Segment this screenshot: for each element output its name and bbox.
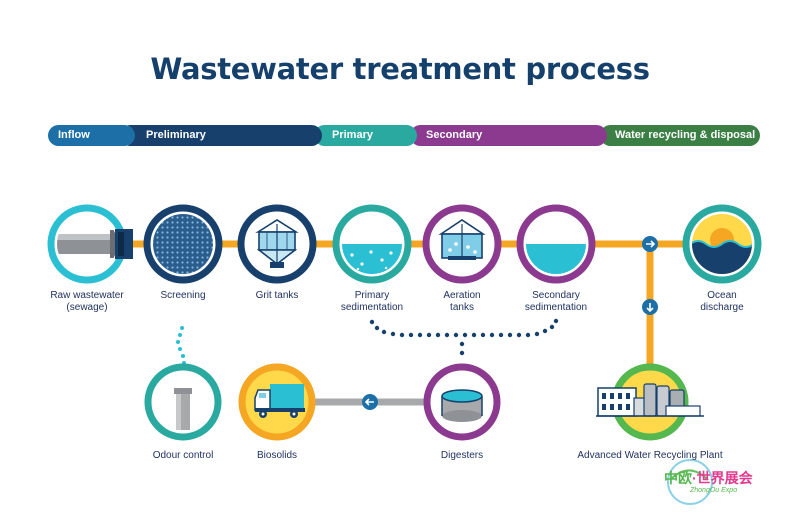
screen-mesh-icon [153, 214, 213, 274]
factory-icon [596, 383, 704, 417]
label-grit-tanks: Grit tanks [255, 290, 299, 301]
node-primary-sedimentation [332, 204, 412, 284]
truck-icon [254, 384, 305, 418]
node-odour-control [144, 363, 222, 441]
label-digesters: Digesters [440, 450, 484, 461]
arrow-right-icon [642, 236, 658, 252]
grit-tank-icon [255, 219, 299, 268]
stage-secondary: Secondary [410, 125, 607, 146]
node-biosolids [238, 363, 316, 441]
label-aeration-tanks: Aeration tanks [443, 290, 481, 313]
watermark-text: 中欧·世界展会 [664, 468, 753, 488]
stage-water-recycling: Water recycling & disposal [600, 125, 760, 146]
label-screening: Screening [160, 290, 206, 301]
watermark-part-b: ·世界展会 [692, 470, 753, 486]
label-ocean-discharge: Ocean discharge [700, 290, 744, 313]
pipe-icon [57, 230, 117, 258]
node-ocean-discharge [682, 204, 762, 284]
watermark-part-a: 中欧 [664, 470, 692, 486]
node-screening [143, 204, 223, 284]
arrow-left-icon [362, 394, 378, 410]
stack-icon [174, 388, 192, 430]
label-biosolids: Biosolids [256, 450, 298, 461]
page-title: Wastewater treatment process [150, 52, 650, 86]
aeration-tank-icon [438, 219, 486, 260]
label-raw-wastewater: Raw wastewater (sewage) [50, 290, 124, 313]
node-digesters [423, 363, 501, 441]
stage-primary: Primary [314, 125, 417, 146]
arrow-down-icon [642, 299, 658, 315]
node-raw-wastewater [47, 204, 133, 284]
stage-inflow: Inflow [48, 125, 135, 146]
node-secondary-sedimentation [516, 204, 596, 284]
node-advanced-water-recycling-plant [596, 363, 704, 441]
watermark-subtext: ZhongOu Expo [690, 487, 738, 494]
label-odour-control: Odour control [152, 450, 214, 461]
node-aeration-tanks [422, 204, 502, 284]
node-grit-tanks [237, 204, 317, 284]
watermark-logo [667, 459, 713, 505]
digester-tank-icon [441, 389, 483, 422]
label-secondary-sedimentation: Secondary sedimentation [524, 290, 588, 313]
sludge-dotted-line [369, 318, 559, 356]
stage-preliminary: Preliminary [120, 125, 322, 146]
label-advanced-water-recycling-plant: Advanced Water Recycling Plant [577, 450, 723, 461]
label-primary-sedimentation: Primary sedimentation [340, 290, 404, 313]
